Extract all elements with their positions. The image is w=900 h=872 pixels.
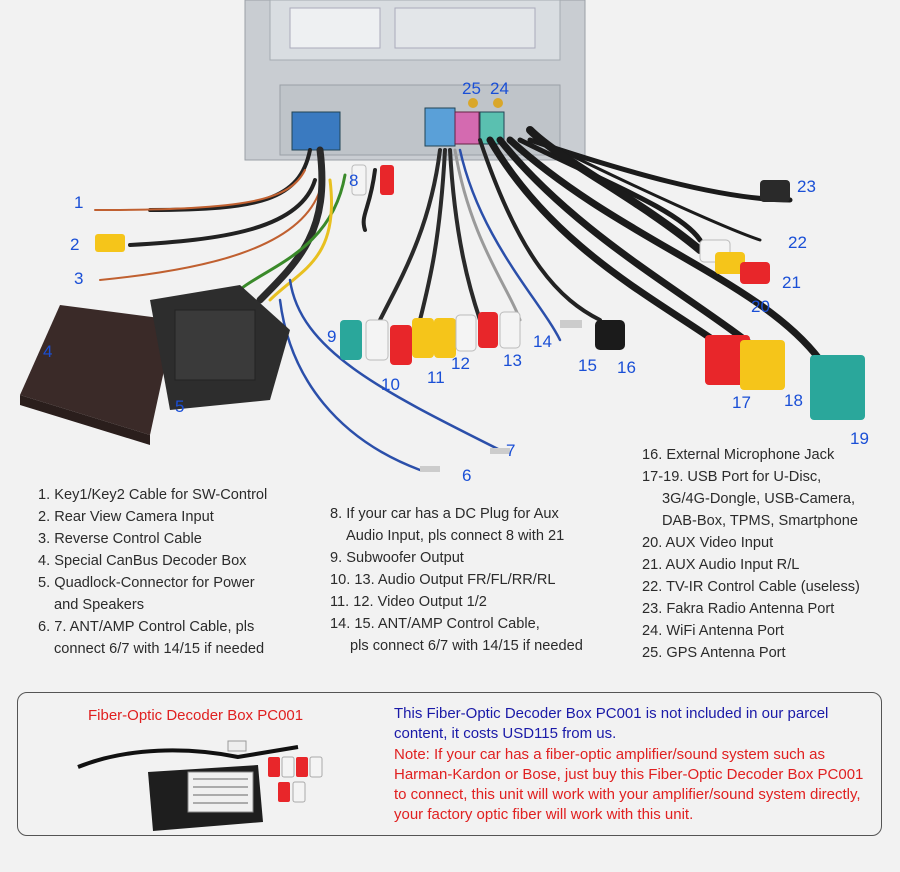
legend-item: 3G/4G-Dongle, USB-Camera, [662, 491, 856, 507]
legend-middle: 8. If your car has a DC Plug for Aux Aud… [330, 503, 583, 657]
legend-item: 11. 12. Video Output 1/2 [330, 594, 487, 610]
legend-item: 4. Special CanBus Decoder Box [38, 553, 247, 569]
legend-item: 22. TV-IR Control Cable (useless) [642, 579, 860, 595]
fiber-box-title: Fiber-Optic Decoder Box PC001 [88, 707, 304, 724]
label-23: 23 [797, 177, 816, 196]
legend-item: 5. Quadlock-Connector for Power [38, 575, 255, 591]
label-22: 22 [788, 233, 807, 252]
fiber-box-note: Note: If your car has a fiber-optic ampl… [394, 745, 864, 824]
fiber-box-info: This Fiber-Optic Decoder Box PC001 is no… [394, 705, 829, 743]
legend-left: 1. Key1/Key2 Cable for SW-Control 2. Rea… [38, 484, 267, 660]
label-20: 20 [751, 297, 770, 316]
legend-item: DAB-Box, TPMS, Smartphone [662, 513, 859, 529]
fiber-decoder-box-image [77, 740, 323, 831]
legend-item: 14. 15. ANT/AMP Control Cable, [330, 616, 540, 632]
fiber-box-description: This Fiber-Optic Decoder Box PC001 is no… [394, 704, 864, 826]
label-4: 4 [43, 342, 52, 361]
label-7: 7 [506, 441, 515, 460]
rca-plugs [95, 164, 865, 472]
canbus-decoder-box [20, 305, 175, 445]
label-19: 19 [850, 429, 869, 448]
legend-item: 20. AUX Video Input [642, 535, 774, 551]
legend-item: connect 6/7 with 14/15 if needed [54, 641, 265, 657]
legend-item: 3. Reverse Control Cable [38, 531, 202, 547]
label-3: 3 [74, 269, 83, 288]
legend-item: 2. Rear View Camera Input [38, 509, 214, 525]
legend-item: 21. AUX Audio Input R/L [642, 557, 800, 573]
label-11: 11 [427, 368, 445, 387]
label-16: 16 [617, 358, 636, 377]
legend-item: pls connect 6/7 with 14/15 if needed [350, 638, 583, 654]
legend-item: 9. Subwoofer Output [330, 550, 464, 566]
label-25: 25 [462, 79, 481, 98]
legend-item: 8. If your car has a DC Plug for Aux [330, 506, 559, 522]
label-12: 12 [451, 354, 470, 373]
legend-item: Audio Input, pls connect 8 with 21 [346, 528, 565, 544]
label-18: 18 [784, 391, 803, 410]
label-2: 2 [70, 235, 79, 254]
legend-item: 23. Fakra Radio Antenna Port [642, 601, 835, 617]
label-14: 14 [533, 332, 552, 351]
legend-item: 16. External Microphone Jack [642, 447, 835, 463]
label-10: 10 [381, 375, 400, 394]
label-5: 5 [175, 397, 184, 416]
label-17: 17 [732, 393, 751, 412]
label-6: 6 [462, 466, 471, 485]
fiber-optic-panel: Fiber-Optic Decoder Box PC001 This Fiber… [17, 692, 882, 836]
label-21: 21 [782, 273, 801, 292]
legend-item: 1. Key1/Key2 Cable for SW-Control [38, 487, 268, 503]
legend-item: 25. GPS Antenna Port [642, 645, 786, 661]
label-8: 8 [349, 171, 358, 190]
number-labels: 1 2 3 4 5 6 7 8 9 10 11 12 13 14 15 16 1… [43, 79, 869, 485]
label-9: 9 [327, 327, 336, 346]
legend-item: 17-19. USB Port for U-Disc, [642, 469, 822, 485]
legend-item: 24. WiFi Antenna Port [642, 623, 784, 639]
head-unit [244, 0, 586, 161]
label-13: 13 [503, 351, 522, 370]
label-24: 24 [490, 79, 509, 98]
quadlock-connector [150, 285, 290, 410]
legend-right: 16. External Microphone Jack 17-19. USB … [642, 444, 860, 664]
legend-item: 10. 13. Audio Output FR/FL/RR/RL [330, 572, 556, 588]
legend-item: and Speakers [54, 597, 145, 613]
label-1: 1 [74, 193, 83, 212]
label-15: 15 [578, 356, 597, 375]
legend-item: 6. 7. ANT/AMP Control Cable, pls [38, 619, 255, 635]
